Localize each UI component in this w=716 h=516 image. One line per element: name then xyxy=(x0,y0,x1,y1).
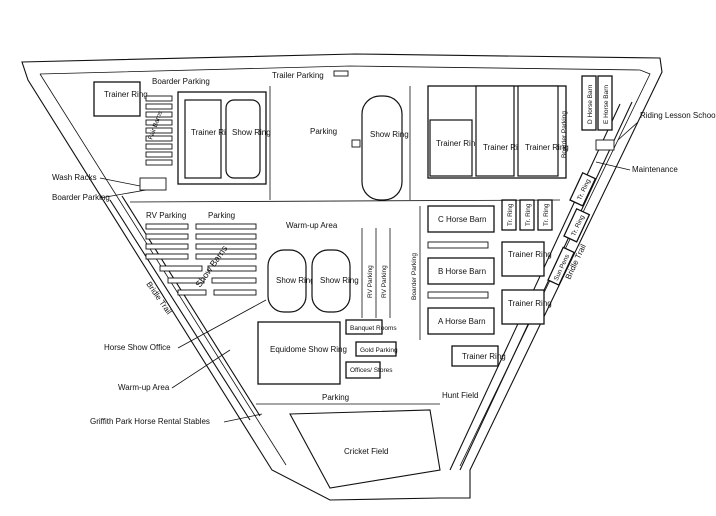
d-horse-barn-label: D Horse Barn xyxy=(587,84,594,124)
a-horse-barn[interactable] xyxy=(427,307,495,335)
trainer-ring-tr-3-label: Trainer Ring xyxy=(525,143,569,152)
boarder-parking-right-label: Boarder Parking xyxy=(561,111,568,158)
trainer-ring-bottom[interactable] xyxy=(451,345,499,367)
rv-parking-center xyxy=(361,228,391,318)
riding-lesson-school-leader xyxy=(617,121,639,141)
tr-ring-4[interactable]: Tr. Ring xyxy=(569,171,597,207)
trainer-ring-top-left-text: Trainer Ring xyxy=(104,90,148,99)
show-ring-center-left[interactable] xyxy=(267,249,307,313)
show-ring-center-left-label: Show Ring xyxy=(276,276,315,285)
show-ring-center-top[interactable] xyxy=(361,95,403,201)
trainer-ring-right-upper-label: Trainer Ring xyxy=(508,250,552,259)
boarder-parking-center-label: Boarder Parking xyxy=(411,253,418,300)
a-horse-barn-label: A Horse Barn xyxy=(438,317,486,326)
interior-roads xyxy=(129,86,561,405)
tr-ring-5[interactable]: Tr. Ring xyxy=(563,207,591,243)
show-ring-upper-left-label: Show Ring xyxy=(232,128,271,137)
trainer-ring-upper-left-label: Trainer Ring xyxy=(191,128,235,137)
boarder-parking-left-leader xyxy=(99,189,147,199)
trainer-ring-tr-3[interactable] xyxy=(517,85,559,177)
trailer-parking-label: Trailer Parking xyxy=(272,71,324,80)
trainer-ring-right-lower-label: Trainer Ring xyxy=(508,299,552,308)
wash-racks-structure xyxy=(139,177,167,191)
tr-ring-2-label: Tr. Ring xyxy=(525,203,532,226)
trailer-parking-marker xyxy=(333,70,349,77)
offices-stores[interactable] xyxy=(345,361,381,379)
trainer-ring-tr-1-label: Trainer Ring xyxy=(436,139,480,148)
tr-ring-3-label: Tr. Ring xyxy=(543,203,550,226)
riding-lesson-school-text: Riding Lesson School xyxy=(640,111,716,120)
gold-parking-label: Gold Parking xyxy=(360,347,398,354)
show-ring-center-top-label: Show Ring xyxy=(370,130,409,139)
warm-up-area-lower-leader xyxy=(171,349,231,389)
banquet-rooms[interactable] xyxy=(345,319,383,335)
riding-lesson-school-structure xyxy=(595,139,615,151)
bridle-trail-left-label: Bridle Trail xyxy=(144,280,173,316)
show-ring-center-right-label: Show Ring xyxy=(320,276,359,285)
banquet-rooms-label: Banquet Rooms xyxy=(350,325,397,332)
c-horse-barn-label: C Horse Barn xyxy=(438,215,486,224)
trainer-ring-top-left[interactable] xyxy=(93,81,141,117)
b-horse-barn-label: B Horse Barn xyxy=(438,267,486,276)
trainer-ring-upper-left[interactable] xyxy=(184,99,222,179)
show-barns-rows xyxy=(145,223,257,296)
maintenance-leader xyxy=(595,161,631,171)
trainer-ring-tr-1[interactable] xyxy=(429,119,473,177)
trainer-ring-bottom-label: Trainer Ring xyxy=(462,352,506,361)
griffith-park-label: Griffith Park Horse Rental Stables xyxy=(90,417,210,426)
e-horse-barn-label: E Horse Barn xyxy=(603,85,610,124)
trainer-ring-top-left-label: Trainer Ring xyxy=(104,90,148,99)
trainer-ring-right-upper[interactable] xyxy=(501,241,545,277)
wash-racks-label: Wash Racks xyxy=(52,173,97,182)
barn-stall-markers xyxy=(427,241,489,299)
horse-show-office-leader xyxy=(177,299,267,349)
site-boundary xyxy=(21,53,663,501)
c-horse-barn[interactable] xyxy=(427,205,495,233)
bridle-trail-left xyxy=(109,195,261,421)
equidome-show-ring[interactable] xyxy=(257,321,341,385)
tr-ring-1-label: Tr. Ring xyxy=(507,203,514,226)
rv-parking-center-label-1: RV Parking xyxy=(367,265,374,298)
e-horse-barn[interactable] xyxy=(597,75,613,131)
gold-parking[interactable] xyxy=(355,341,397,357)
boarder-parking-top-label: Boarder Parking xyxy=(152,77,210,86)
griffith-park-leader xyxy=(223,413,263,423)
show-ring-center-top-structure xyxy=(351,139,361,148)
riding-lesson-school-label: Riding Lesson School xyxy=(640,111,716,120)
trainer-ring-right-lower[interactable] xyxy=(501,289,545,325)
hunt-field-label: Hunt Field xyxy=(442,391,478,400)
warm-up-area-top-label: Warm-up Area xyxy=(286,221,338,230)
wash-racks-leader xyxy=(99,177,141,187)
equidome-label: Equidome Show Ring xyxy=(270,345,347,354)
show-ring-upper-left[interactable] xyxy=(225,99,261,179)
fair-barns-stalls xyxy=(145,95,173,166)
warm-up-area-lower-label: Warm-up Area xyxy=(118,383,170,392)
maintenance-label: Maintenance xyxy=(632,165,678,174)
show-ring-center-right[interactable] xyxy=(311,249,351,313)
d-horse-barn[interactable] xyxy=(581,75,597,131)
parking-left-label: Parking xyxy=(208,211,235,220)
parking-central-label: Parking xyxy=(310,127,337,136)
cricket-field-label: Cricket Field xyxy=(344,447,388,456)
rv-parking-left-label: RV Parking xyxy=(146,211,186,220)
horse-show-office-label: Horse Show Office xyxy=(104,343,171,352)
boarder-parking-left-label: Boarder Parking xyxy=(52,193,110,202)
offices-stores-label: Offices/ Stores xyxy=(350,367,393,374)
cricket-field-outline xyxy=(289,409,441,489)
trainer-ring-tr-2[interactable] xyxy=(475,85,515,177)
b-horse-barn[interactable] xyxy=(427,257,495,285)
trainer-ring-tr-2-label: Trainer Ring xyxy=(483,143,527,152)
parking-lower-label: Parking xyxy=(322,393,349,402)
rv-parking-center-label-2: RV Parking xyxy=(381,265,388,298)
